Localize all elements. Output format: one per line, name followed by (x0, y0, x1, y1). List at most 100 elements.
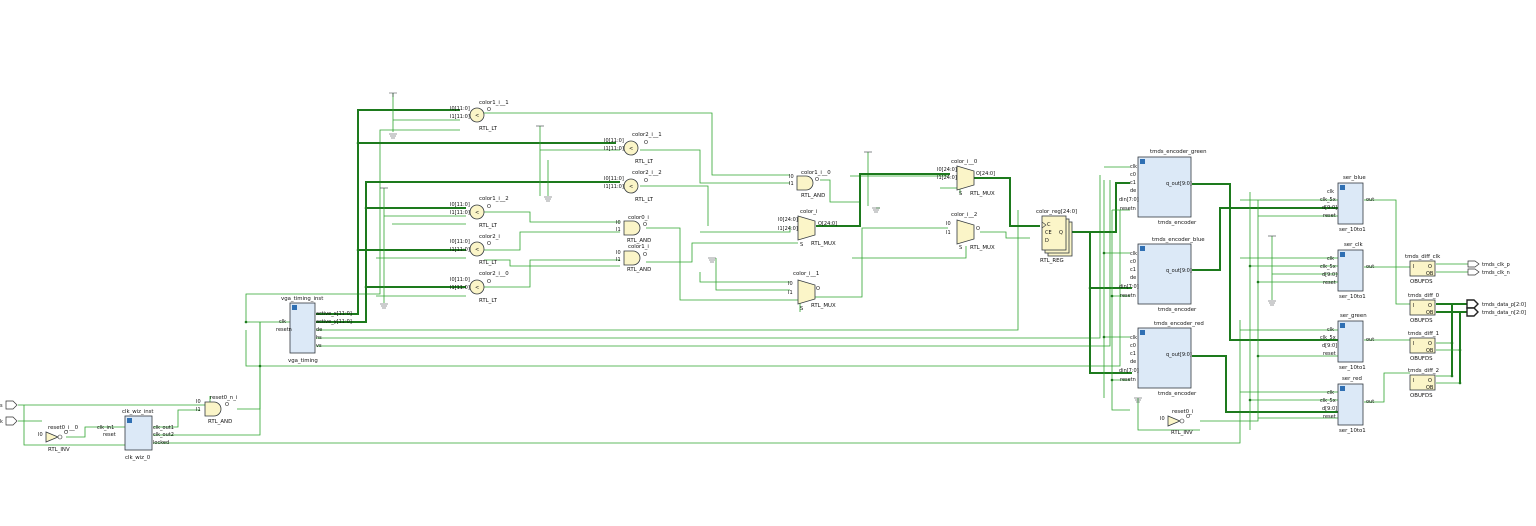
gate-instance-label: color_i__2 (951, 212, 977, 218)
pin-label: c1 (1130, 267, 1136, 273)
nets (18, 93, 1468, 446)
input-port-resetn[interactable]: k (0, 416, 18, 426)
obufds-tmds-diff-0[interactable]: tmds_diff_0 I O OB OBUFDS (1408, 293, 1440, 324)
pin-label: I1[11:0] (604, 146, 624, 152)
pin-label: reset (103, 432, 116, 438)
mux-color_i__2[interactable]: color_i__2 I0 I1 O S RTL_MUX (946, 212, 995, 251)
gate-type-label: RTL_AND (208, 419, 232, 425)
pin-label: OB (1426, 310, 1434, 316)
pin-label: O (487, 204, 491, 210)
gate-type-label: RTL_MUX (811, 241, 836, 247)
plus-box-icon[interactable] (1140, 159, 1145, 164)
block-body (1137, 156, 1192, 218)
inv-reset0_i__0[interactable]: reset0_i__0 I0 O RTL_INV (38, 425, 79, 453)
gate-instance-label: color_i (800, 209, 817, 215)
and-color1_i__0[interactable]: color1_i__0 I0 I1 O RTL_AND (789, 170, 831, 199)
output-port-tmds-clk-p[interactable]: tmds_clk_p (1467, 260, 1510, 268)
block-tmds-encoder-red[interactable]: tmds_encoder_red clk c0 c1 de din[7:0] r… (1119, 321, 1204, 397)
obufds-tmds-diff-clk[interactable]: tmds_diff_clk I O OB OBUFDS (1405, 254, 1441, 285)
pin-label: de (1130, 275, 1136, 281)
output-port-tmds-clk-n[interactable]: tmds_clk_n (1467, 268, 1510, 276)
lt-color2_i__1[interactable]: color2_i__1 I0[11:0] I1[11:0] O < RTL_LT (604, 132, 662, 165)
register-color-reg[interactable]: color_reg[24:0] C CE D Q RTL_REG (1036, 209, 1077, 264)
pin-label: de (316, 327, 322, 333)
block-ser-red[interactable]: ser_red clk clk_5x d[9:0] reset out ser_… (1320, 376, 1374, 434)
gate-type-label: OBUFDS (1410, 393, 1433, 399)
pin-label: c1 (1130, 351, 1136, 357)
plus-box-icon[interactable] (1140, 330, 1145, 335)
pin-label: out (1366, 197, 1374, 203)
block-ser-green[interactable]: ser_green clk clk_5x d[9:0] reset out se… (1320, 313, 1374, 371)
gate-instance-label: reset0_n_i (210, 395, 237, 401)
pin-label: resetn (276, 327, 292, 333)
pin-label: I (1413, 378, 1414, 384)
less-than-icon: < (629, 184, 633, 190)
lt-color1_i__2[interactable]: color1_i__2 I0[11:0] I1[11:0] O < RTL_LT (450, 196, 509, 229)
pin-label: c1 (1130, 180, 1136, 186)
mux-color_i__1[interactable]: color_i__1 I0 I1 O S RTL_MUX (788, 271, 836, 312)
pin-label: clk (279, 319, 286, 325)
less-than-icon: < (475, 210, 479, 216)
lt-color2_i[interactable]: color2_i I0[11:0] I1[11:0] O < RTL_LT (450, 234, 500, 266)
block-ser-clk[interactable]: ser_clk clk clk_5x d[9:0] reset out ser_… (1320, 242, 1374, 300)
block-tmds-encoder-green[interactable]: tmds_encoder_green clk c0 c1 de din[7:0]… (1119, 149, 1207, 226)
pin-label: I (1413, 264, 1414, 270)
pin-label: I0 (196, 399, 201, 405)
pin-label: S (800, 242, 803, 248)
input-port-clk[interactable]: s (0, 400, 18, 410)
pin-label: I0 (789, 174, 794, 180)
obufds-body (1409, 299, 1436, 316)
plus-box-icon[interactable] (1340, 323, 1345, 328)
pin-label: c0 (1130, 259, 1136, 265)
block-type-label: tmds_encoder (1158, 307, 1197, 313)
pin-label: Q (1059, 230, 1063, 236)
block-vga-timing[interactable]: vga_timing_inst clk resetn active_x[11:0… (276, 296, 352, 364)
inv-reset0_i[interactable]: reset0_i I0 O RTL_INV (1160, 409, 1193, 436)
pin-label: I0 (946, 221, 951, 227)
block-instance-label: clk_wiz_inst (122, 409, 154, 415)
output-port-bus-icon (1466, 299, 1479, 309)
block-clk-wiz[interactable]: clk_wiz_inst clk_in1 reset clk_out1 clk_… (97, 409, 174, 461)
pin-label: OB (1426, 271, 1434, 277)
gate-type-label: RTL_LT (479, 223, 498, 229)
lt-color2_i__2[interactable]: color2_i__2 I0[11:0] I1[11:0] O < RTL_LT (604, 170, 662, 203)
output-port-tmds-data-p[interactable]: tmds_data_p[2:0] (1466, 299, 1526, 309)
plus-box-icon[interactable] (1140, 246, 1145, 251)
plus-box-icon[interactable] (1340, 386, 1345, 391)
pin-label: I1[11:0] (450, 210, 470, 216)
lt-color1_i__1[interactable]: color1_i__1 I0[11:0] I1[11:0] O < RTL_LT (450, 100, 509, 132)
obufds-tmds-diff-2[interactable]: tmds_diff_2 I O OB OBUFDS (1408, 368, 1439, 399)
ground-icon (1268, 300, 1276, 306)
pin-label: clk (1327, 256, 1334, 262)
pin-label: reset (1323, 213, 1336, 219)
gate-instance-label: color2_i__0 (479, 271, 509, 277)
ground-icon (389, 133, 397, 139)
output-port-tmds-data-n[interactable]: tmds_data_n[2:0] (1466, 307, 1526, 317)
plus-box-icon[interactable] (127, 418, 132, 423)
and-color0_i[interactable]: color0_i I0 I1 O RTL_AND (616, 215, 651, 244)
input-port-icon (5, 400, 18, 410)
block-body (1137, 327, 1192, 389)
and-reset0_n_i[interactable]: reset0_n_i I0 I1 O RTL_AND (196, 395, 237, 425)
gate-type-label: RTL_LT (479, 298, 498, 304)
pin-label: clk (1130, 251, 1137, 257)
obufds-tmds-diff-1[interactable]: tmds_diff_1 I O OB OBUFDS (1408, 331, 1439, 362)
gate-type-label: RTL_LT (479, 260, 498, 266)
block-type-label: ser_10to1 (1339, 294, 1366, 300)
lt-color2_i__0[interactable]: color2_i__0 I0[11:0] I1[11:0] O < RTL_LT (450, 271, 509, 304)
gate-instance-label: color1_i__2 (479, 196, 509, 202)
gate-type-label: RTL_LT (479, 126, 498, 132)
plus-box-icon[interactable] (1340, 185, 1345, 190)
gate-instance-label: tmds_diff_clk (1405, 254, 1441, 260)
and-color1_i[interactable]: color1_i I0 I1 O RTL_AND (616, 244, 651, 273)
block-type-label: tmds_encoder (1158, 220, 1197, 226)
mux-symbol (956, 165, 975, 191)
plus-box-icon[interactable] (292, 305, 297, 310)
plus-box-icon[interactable] (1340, 252, 1345, 257)
mux-color_i__0[interactable]: color_i__0 I0[24:0] I1[24:0] O[24:0] S R… (937, 159, 995, 197)
mux-color_i[interactable]: color_i I0[24:0] I1[24:0] O[24:0] S RTL_… (778, 209, 837, 248)
block-tmds-encoder-blue[interactable]: tmds_encoder_blue clk c0 c1 de din[7:0] … (1119, 237, 1205, 313)
block-ser-blue[interactable]: ser_blue clk clk_5x d[9:0] reset out ser… (1320, 175, 1374, 233)
inverter-symbol (1167, 415, 1182, 427)
